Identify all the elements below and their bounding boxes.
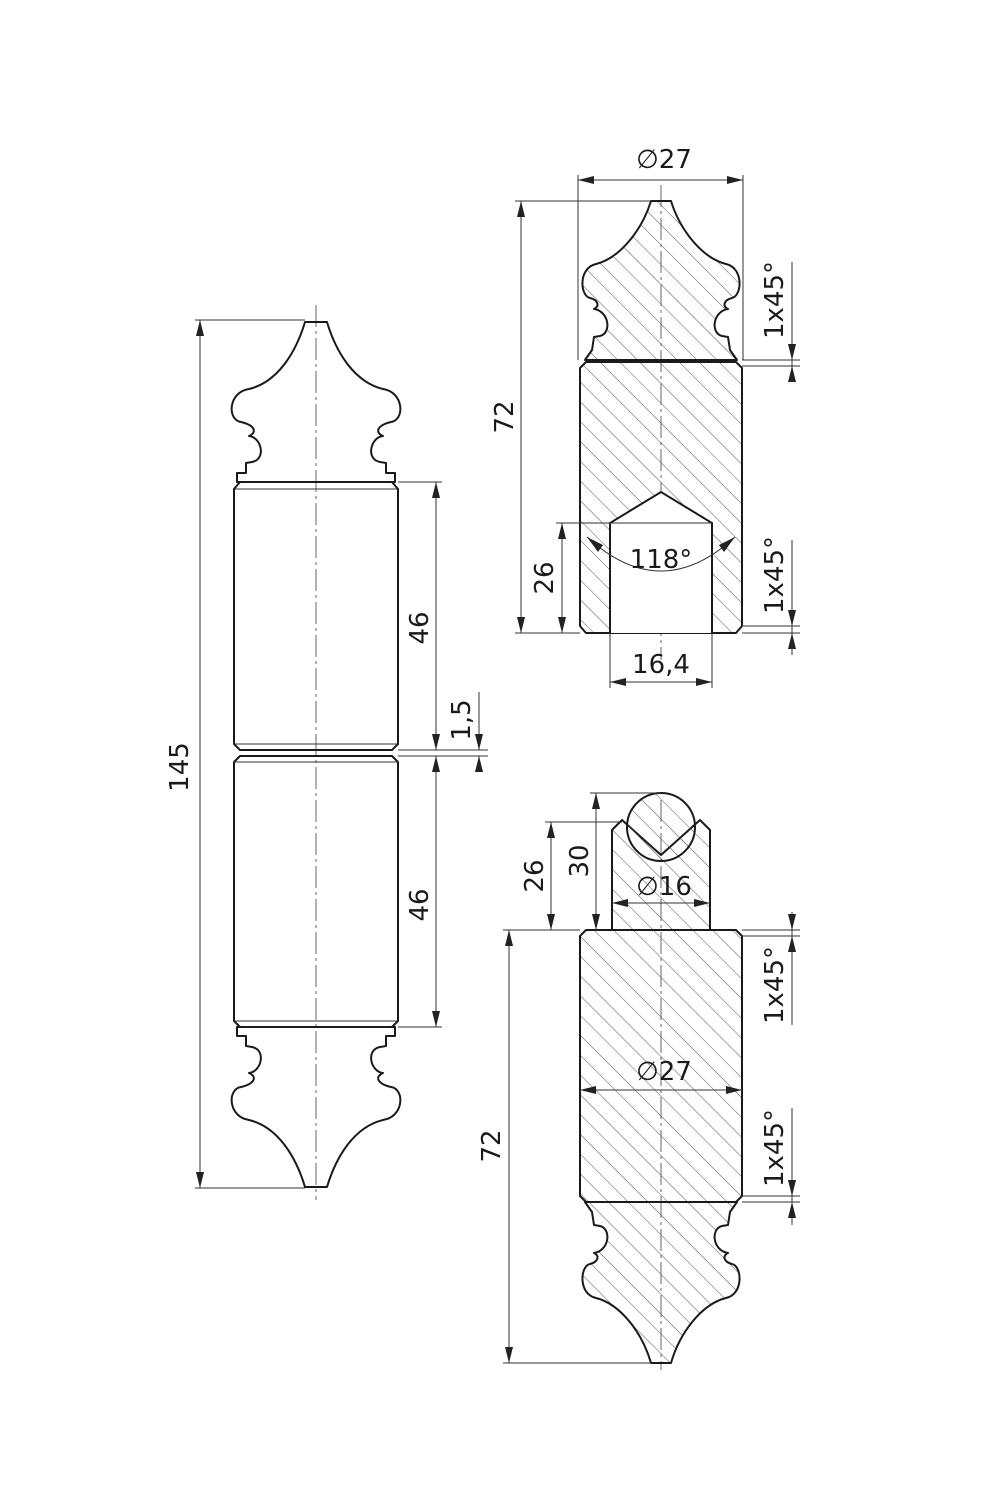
dim-top-length-label: 72 (490, 400, 520, 433)
upper-part-section: 118° ∅27 72 26 16,4 1x45° (490, 145, 800, 688)
lower-part-section: ∅16 ∅27 26 30 72 1x45° (477, 792, 800, 1370)
upper-finial (230, 321, 402, 483)
upper-barrel (233, 481, 399, 751)
dim-overall-length-label: 145 (165, 742, 195, 792)
upper-section-bore (609, 490, 713, 633)
drill-angle-arc (586, 536, 736, 572)
lower-section-pin-ball (626, 792, 696, 862)
dim-top-chamfer-lower-label: 1x45° (760, 536, 790, 614)
dim-bottom-chamfer-lower-label: 1x45° (760, 1109, 790, 1187)
lower-section-finial (581, 1201, 741, 1364)
dimension-barrel-lengths: 46 46 (398, 481, 488, 1028)
dim-lower-barrel-label: 46 (405, 888, 435, 921)
dim-hole-diameter-label: 16,4 (632, 650, 690, 680)
lower-finial (230, 1026, 402, 1188)
dim-bottom-diameter-label: ∅27 (636, 1057, 692, 1087)
dim-gap-label: 1,5 (447, 699, 477, 740)
dim-bottom-length-label: 72 (477, 1129, 507, 1162)
dim-top-chamfer-upper-label: 1x45° (760, 261, 790, 339)
dim-pin-length-label: 26 (520, 859, 550, 892)
dim-drill-angle-label: 118° (630, 545, 693, 575)
dim-pin-diameter-label: ∅16 (636, 872, 692, 902)
hinge-elevation-view: 145 46 46 1,5 (165, 305, 488, 1200)
dim-top-diameter-label: ∅27 (636, 145, 692, 175)
dim-hole-depth-label: 26 (530, 561, 560, 594)
dimension-overall-length: 145 (165, 319, 305, 1189)
dim-bottom-chamfer-upper-label: 1x45° (760, 946, 790, 1024)
dim-pin-total-label: 30 (565, 844, 595, 877)
dimension-gap: 1,5 (447, 692, 483, 772)
dim-upper-barrel-label: 46 (405, 611, 435, 644)
upper-section-finial (581, 200, 741, 361)
